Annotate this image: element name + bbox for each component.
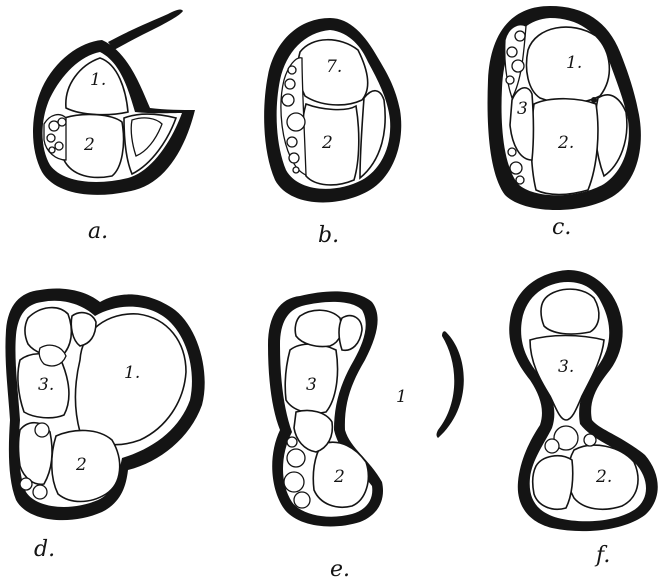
panel-b-caption: b. bbox=[318, 223, 339, 248]
panel-e-arc bbox=[437, 331, 464, 438]
panel-e-cell-top-a bbox=[295, 310, 341, 346]
panel-c-bubble bbox=[506, 76, 514, 84]
panel-b-bubble bbox=[293, 167, 299, 173]
panel-a-caption: a. bbox=[88, 219, 108, 244]
panel-d-caption: d. bbox=[34, 537, 55, 562]
panel-f-label-3: 3. bbox=[558, 357, 574, 377]
panel-c-bubble bbox=[510, 162, 522, 174]
panel-c-label-2: 2. bbox=[557, 133, 574, 153]
panel-d: 3. 1. 2 d. bbox=[5, 289, 204, 563]
panel-b: 7. 2 b. bbox=[264, 18, 401, 248]
panel-a: 1. 2 a. bbox=[33, 10, 195, 244]
panel-e-cell-mid bbox=[294, 410, 332, 452]
panel-d-label-1: 1. bbox=[124, 363, 140, 383]
panel-e: 3 2 1 e. bbox=[268, 291, 464, 580]
panel-d-bubble bbox=[33, 485, 47, 499]
panel-a-tail bbox=[108, 10, 183, 50]
panel-b-bubble bbox=[285, 79, 295, 89]
panel-e-bubble bbox=[287, 437, 297, 447]
panel-c-bubble bbox=[515, 31, 525, 41]
panel-f-cell-top bbox=[541, 289, 599, 334]
panel-a-label-2: 2 bbox=[83, 135, 95, 155]
panel-c-bubble bbox=[508, 148, 516, 156]
panel-a-bubble bbox=[58, 118, 66, 126]
panel-e-cell-top-b bbox=[339, 316, 362, 351]
panel-c-bubble bbox=[507, 47, 517, 57]
panel-e-bubble bbox=[294, 492, 310, 508]
panel-a-bubble bbox=[55, 142, 63, 150]
panel-b-bubble bbox=[289, 153, 299, 163]
panel-e-caption: e. bbox=[330, 557, 350, 580]
panel-f-bubble bbox=[545, 439, 559, 453]
panel-a-bubble bbox=[49, 147, 55, 153]
panel-f-label-2: 2. bbox=[595, 467, 612, 487]
panel-e-label-2: 2 bbox=[333, 467, 345, 487]
panel-c-bubble bbox=[516, 176, 524, 184]
panel-d-label-2: 2 bbox=[75, 455, 87, 475]
panel-b-bubble bbox=[282, 94, 294, 106]
panel-a-bubble bbox=[47, 134, 55, 142]
panel-f-caption: f. bbox=[594, 543, 610, 568]
panel-c-bubble bbox=[512, 60, 524, 72]
panel-c: 1. 3 2. c. bbox=[488, 6, 641, 240]
panel-d-label-3: 3. bbox=[38, 375, 54, 395]
panel-e-label-1: 1 bbox=[396, 387, 407, 407]
panel-f-cell-lower-left bbox=[533, 456, 573, 509]
panel-c-dot bbox=[591, 97, 597, 103]
panel-a-label-1: 1. bbox=[90, 70, 106, 90]
panel-f-bubble bbox=[584, 434, 596, 446]
panel-f: 3. 2. f. bbox=[509, 270, 658, 568]
panel-d-bubble bbox=[20, 478, 32, 490]
panel-e-bubble bbox=[284, 472, 304, 492]
panel-e-label-3: 3 bbox=[306, 375, 317, 395]
panel-c-label-3: 3 bbox=[517, 99, 528, 119]
panel-b-bubble bbox=[287, 113, 305, 131]
panel-c-label-1: 1. bbox=[566, 53, 582, 73]
panel-b-bubble bbox=[288, 66, 296, 74]
panel-b-label-7: 7. bbox=[326, 57, 342, 77]
panel-d-bubble bbox=[35, 423, 49, 437]
panel-b-label-2: 2 bbox=[321, 133, 333, 153]
panel-c-caption: c. bbox=[552, 215, 571, 240]
panel-b-bubble bbox=[287, 137, 297, 147]
panel-e-bubble bbox=[287, 449, 305, 467]
